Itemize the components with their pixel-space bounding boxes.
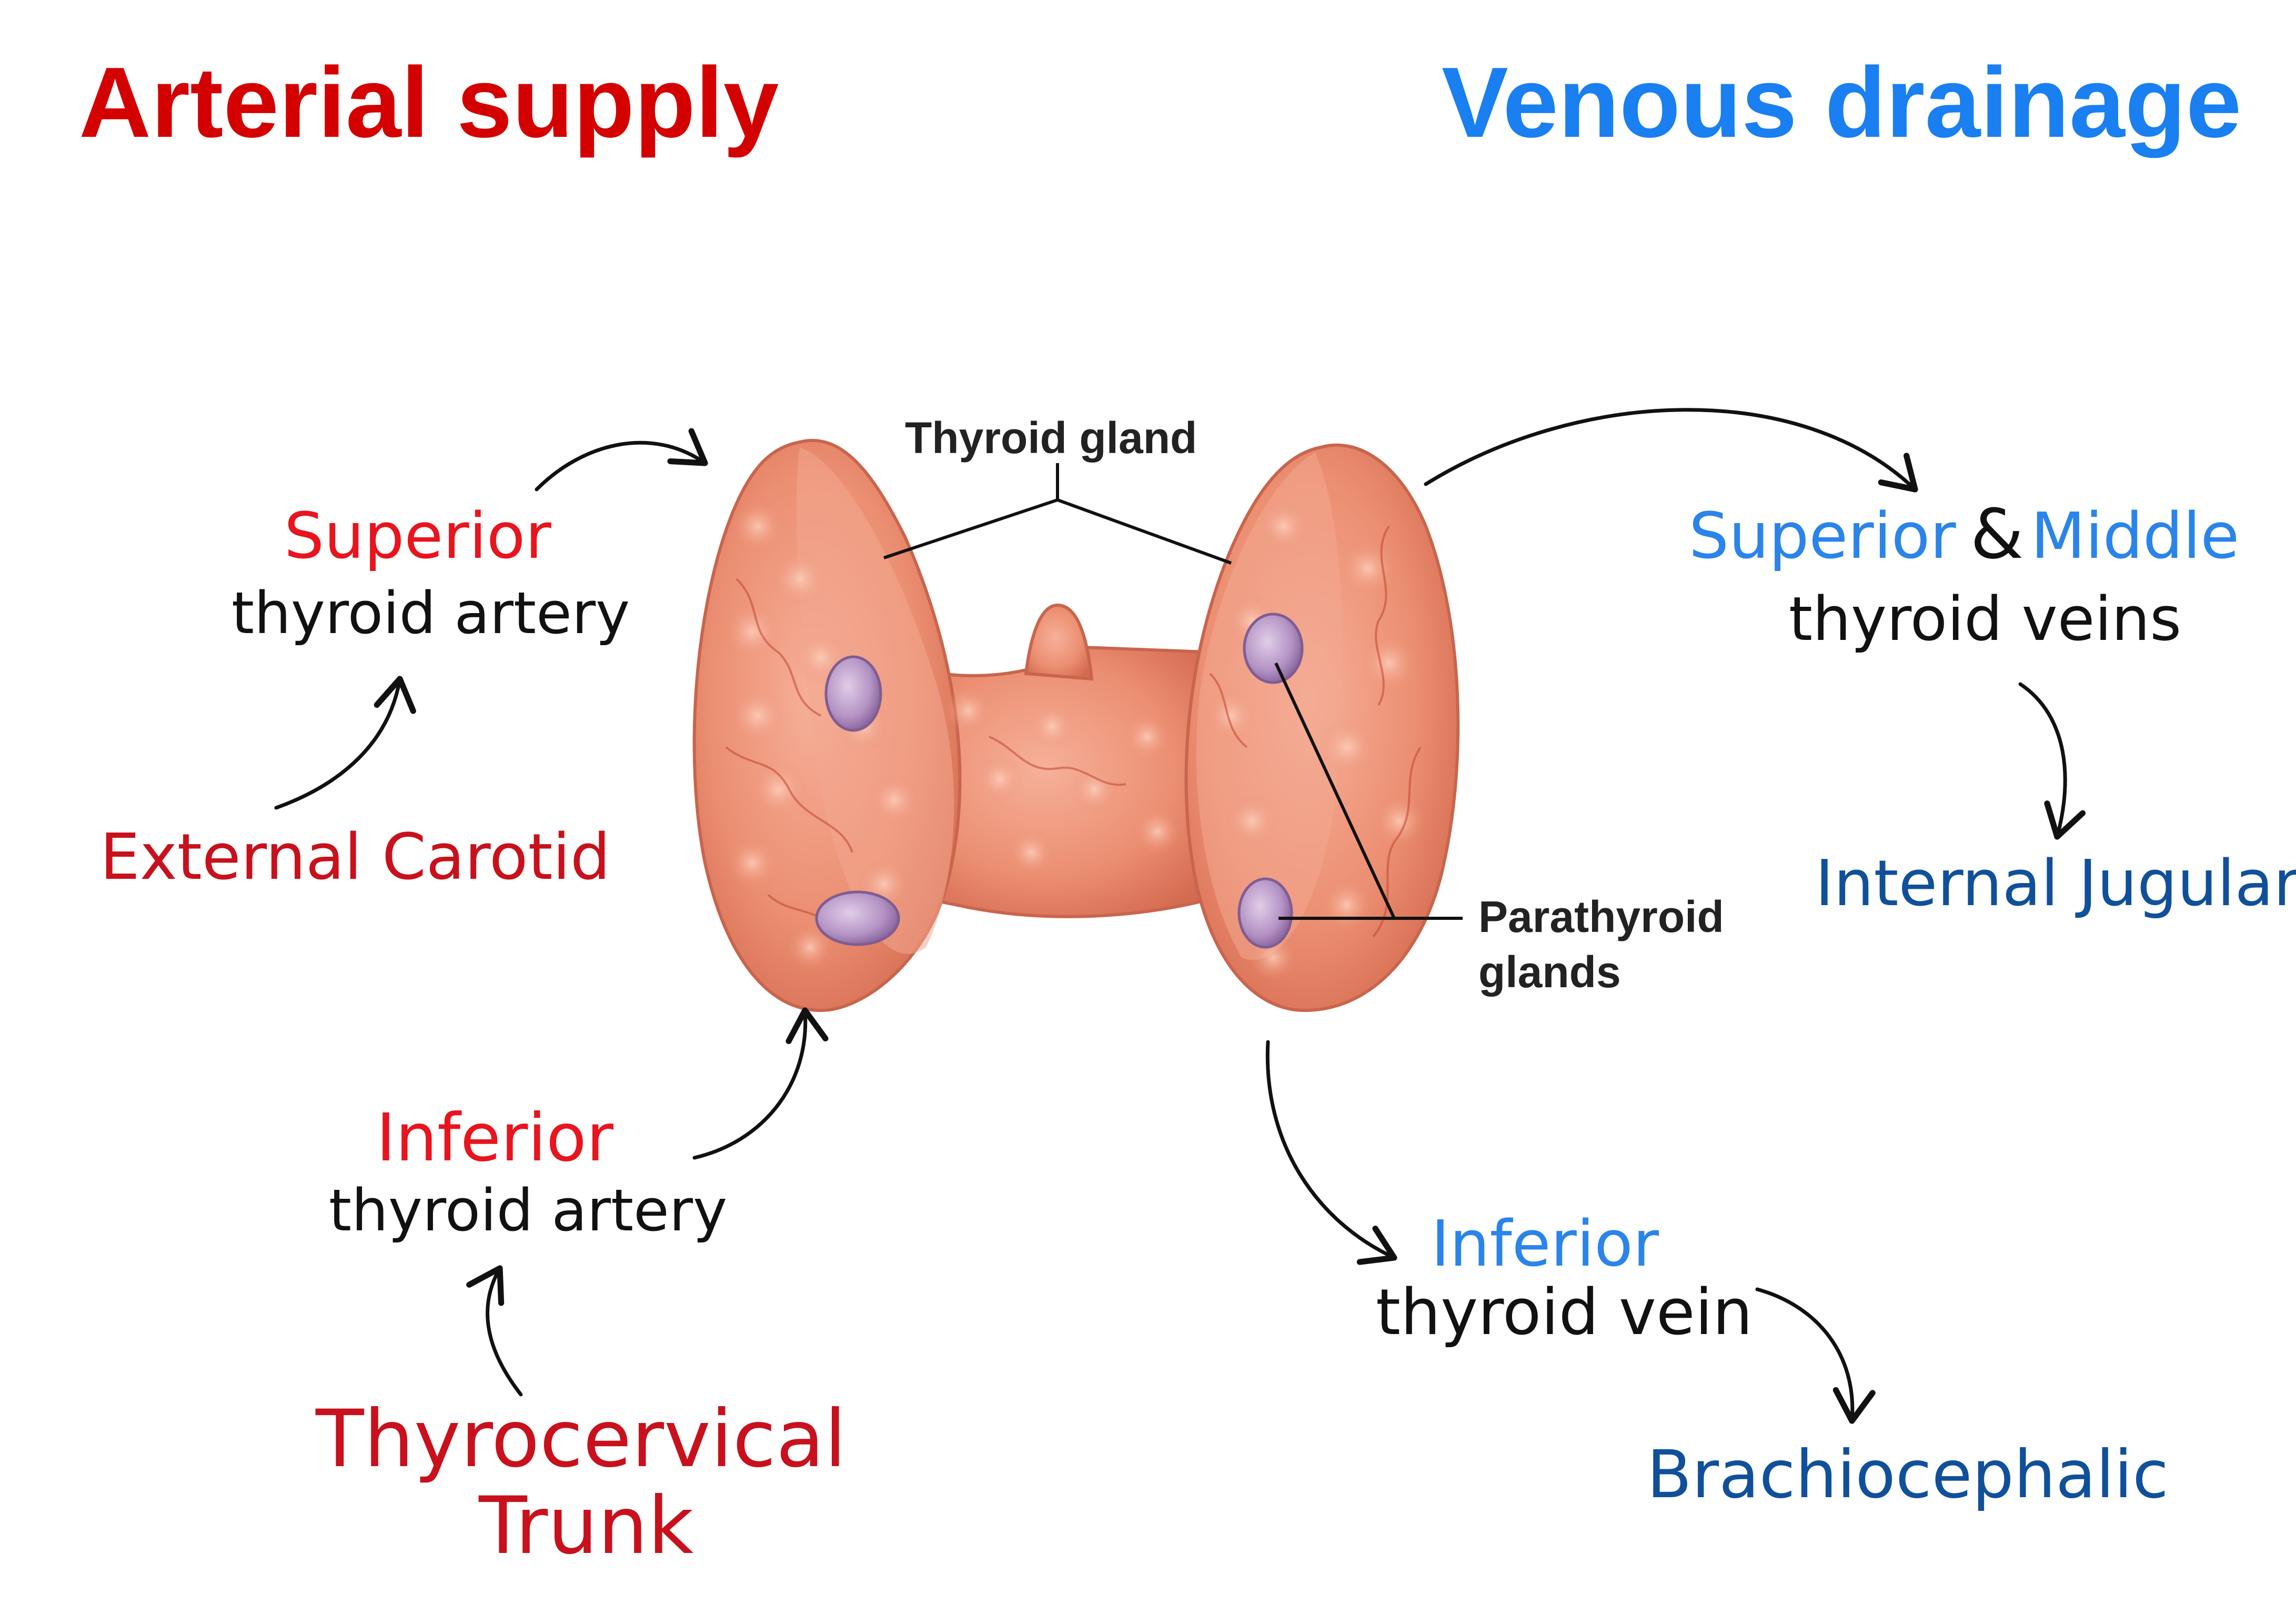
inferior-artery-word: Inferior: [376, 1100, 613, 1176]
arrow-sup-mid-veins-to-int-jugular: [2018, 682, 2086, 840]
inferior-vein-word: Inferior: [1431, 1208, 1659, 1281]
thyrocervical-label: Thyrocervical: [316, 1394, 847, 1485]
superior-vein-word: Superior: [1689, 500, 1956, 573]
arrow-gland-to-inf-vein: [1265, 1040, 1397, 1265]
parathyroid-right-inferior: [1237, 877, 1293, 949]
parathyroid-right-superior: [1243, 613, 1304, 684]
middle-vein-word: Middle: [2031, 500, 2240, 573]
surface-vessels: [725, 525, 1422, 938]
external-carotid-label: External Carotid: [100, 821, 611, 894]
thyroid-gland-label: Thyroid gland: [905, 413, 1197, 463]
parathyroid-left-superior: [824, 655, 882, 732]
parathyroid-leader-lines: [1274, 662, 1463, 920]
parathyroid-left-inferior: [815, 890, 900, 946]
arrow-gland-to-sup-mid-veins: [1424, 408, 1918, 493]
arrow-inf-artery-to-gland: [692, 1007, 829, 1160]
inferior-thyroid-artery-label: thyroid artery: [329, 1177, 728, 1244]
arrow-thyrocervical-to-inf-artery: [466, 1265, 523, 1397]
inferior-thyroid-vein-label: thyroid vein: [1376, 1276, 1753, 1349]
arrow-inf-vein-to-brachiocephalic: [1755, 1287, 1876, 1424]
superior-thyroid-artery-label: thyroid artery: [231, 579, 630, 647]
parathyroid-label-line2: glands: [1478, 947, 1621, 997]
superior-artery-word: Superior: [284, 500, 551, 573]
arrow-sup-artery-to-gland: [535, 428, 708, 492]
flow-arrows: [274, 408, 2086, 1424]
internal-jugular-label: Internal Jugular: [1815, 847, 2296, 920]
parathyroid-label-line1: Parathyroid: [1478, 892, 1724, 941]
pyramidal-lobe: [1024, 603, 1094, 681]
brachiocephalic-label: Brachiocephalic: [1647, 1437, 2169, 1513]
ampersand: &: [1970, 494, 2024, 574]
superior-middle-thyroid-veins-label: thyroid veins: [1789, 584, 2182, 655]
arterial-supply-heading: Arterial supply: [79, 47, 779, 158]
venous-drainage-heading: Venous drainage: [1442, 47, 2242, 158]
trunk-label: Trunk: [479, 1480, 694, 1572]
thyroid-gland-leader-lines: [883, 463, 1232, 565]
arrow-ext-carotid-to-sup-artery: [274, 676, 416, 810]
